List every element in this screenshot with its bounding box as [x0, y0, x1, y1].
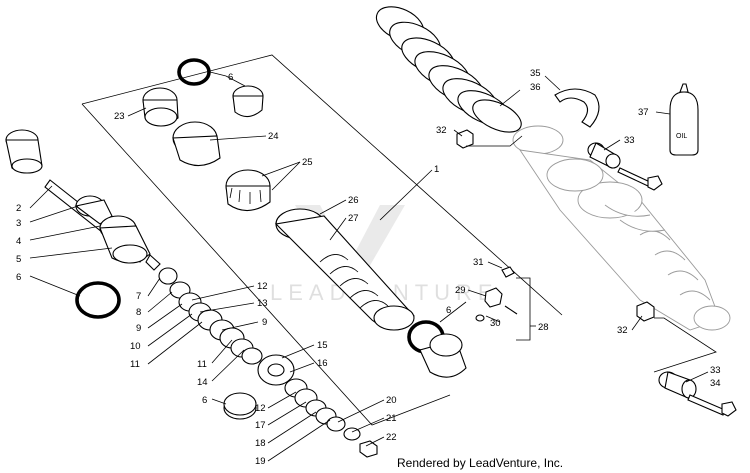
callout-8: 8	[136, 307, 141, 318]
rendered-by-credit: Rendered by LeadVenture, Inc.	[397, 456, 564, 470]
oil-bottle: OIL	[669, 83, 699, 156]
callout-32-bottom: 32	[617, 325, 628, 336]
o-ring-6-top	[177, 58, 211, 86]
leader-lines	[29, 71, 717, 462]
bump-stop-cap	[5, 129, 43, 174]
callout-12-bottom: 12	[255, 403, 266, 414]
callout-6-top: 6	[228, 72, 233, 83]
callout-9-right: 9	[262, 317, 267, 328]
callout-30: 30	[490, 318, 501, 329]
valve-29-30-31	[475, 266, 518, 322]
callout-29: 29	[455, 285, 466, 296]
o-ring-6-left	[75, 281, 121, 319]
piston-band-6	[223, 392, 257, 420]
callouts: 1 2 3 4 5 6 6 6 6 7 8 9 9 10 11 11 12 12…	[16, 68, 721, 467]
callout-16: 16	[317, 358, 328, 369]
rod-seal-head	[99, 215, 161, 271]
adjuster-ring-25	[225, 169, 271, 212]
callout-22: 22	[386, 432, 397, 443]
callout-1: 1	[434, 164, 439, 175]
spring-seat-24	[172, 121, 221, 167]
oil-label: OIL	[676, 133, 687, 140]
callout-5: 5	[16, 254, 21, 265]
callout-11-left: 11	[130, 359, 140, 370]
callout-2: 2	[16, 203, 21, 214]
callout-35: 35	[530, 68, 541, 79]
band-6-top	[232, 85, 264, 118]
callout-31: 31	[473, 257, 484, 268]
washer-32-top	[456, 129, 474, 149]
callout-19: 19	[255, 456, 266, 467]
callout-14: 14	[197, 377, 208, 388]
callout-17: 17	[255, 420, 266, 431]
callout-36: 36	[530, 82, 541, 93]
callout-3: 3	[16, 218, 21, 229]
callout-10: 10	[130, 341, 141, 352]
callout-21: 21	[386, 413, 397, 424]
callout-6-left: 6	[16, 272, 21, 283]
callout-6-band: 6	[202, 395, 207, 406]
callout-4: 4	[16, 236, 21, 247]
assembled-shock-ghost	[512, 125, 731, 331]
coil-spring	[375, 6, 522, 133]
body-end-cap	[419, 333, 467, 378]
bearing-23	[142, 87, 179, 127]
callout-23: 23	[114, 111, 125, 122]
assembly-frame	[81, 54, 563, 426]
callout-32-top: 32	[436, 125, 447, 136]
bolt-top	[617, 167, 663, 191]
shim-stack	[158, 267, 378, 458]
callout-11-mid: 11	[197, 359, 207, 370]
callout-18: 18	[255, 438, 266, 449]
washer-32-bottom	[636, 301, 655, 322]
callout-34: 34	[710, 378, 721, 389]
callout-7: 7	[136, 291, 141, 302]
callout-24: 24	[268, 131, 279, 142]
callout-13: 13	[257, 298, 268, 309]
shock-body	[274, 208, 415, 331]
callout-26: 26	[348, 195, 359, 206]
callout-15: 15	[317, 340, 328, 351]
callout-6-right: 6	[446, 305, 451, 316]
callout-9-left: 9	[136, 323, 141, 334]
callout-27: 27	[348, 213, 359, 224]
callout-33-top: 33	[624, 135, 635, 146]
callout-37: 37	[638, 107, 649, 118]
callout-20: 20	[386, 395, 397, 406]
bolt-bottom	[687, 394, 737, 417]
bushing-33-bottom	[658, 371, 697, 399]
callout-12-top: 12	[257, 281, 268, 292]
callout-28: 28	[538, 322, 549, 333]
rod-nut	[359, 440, 378, 458]
callout-33-bottom: 33	[710, 365, 721, 376]
callout-25: 25	[302, 157, 313, 168]
spring-retainer-clip	[554, 88, 600, 128]
